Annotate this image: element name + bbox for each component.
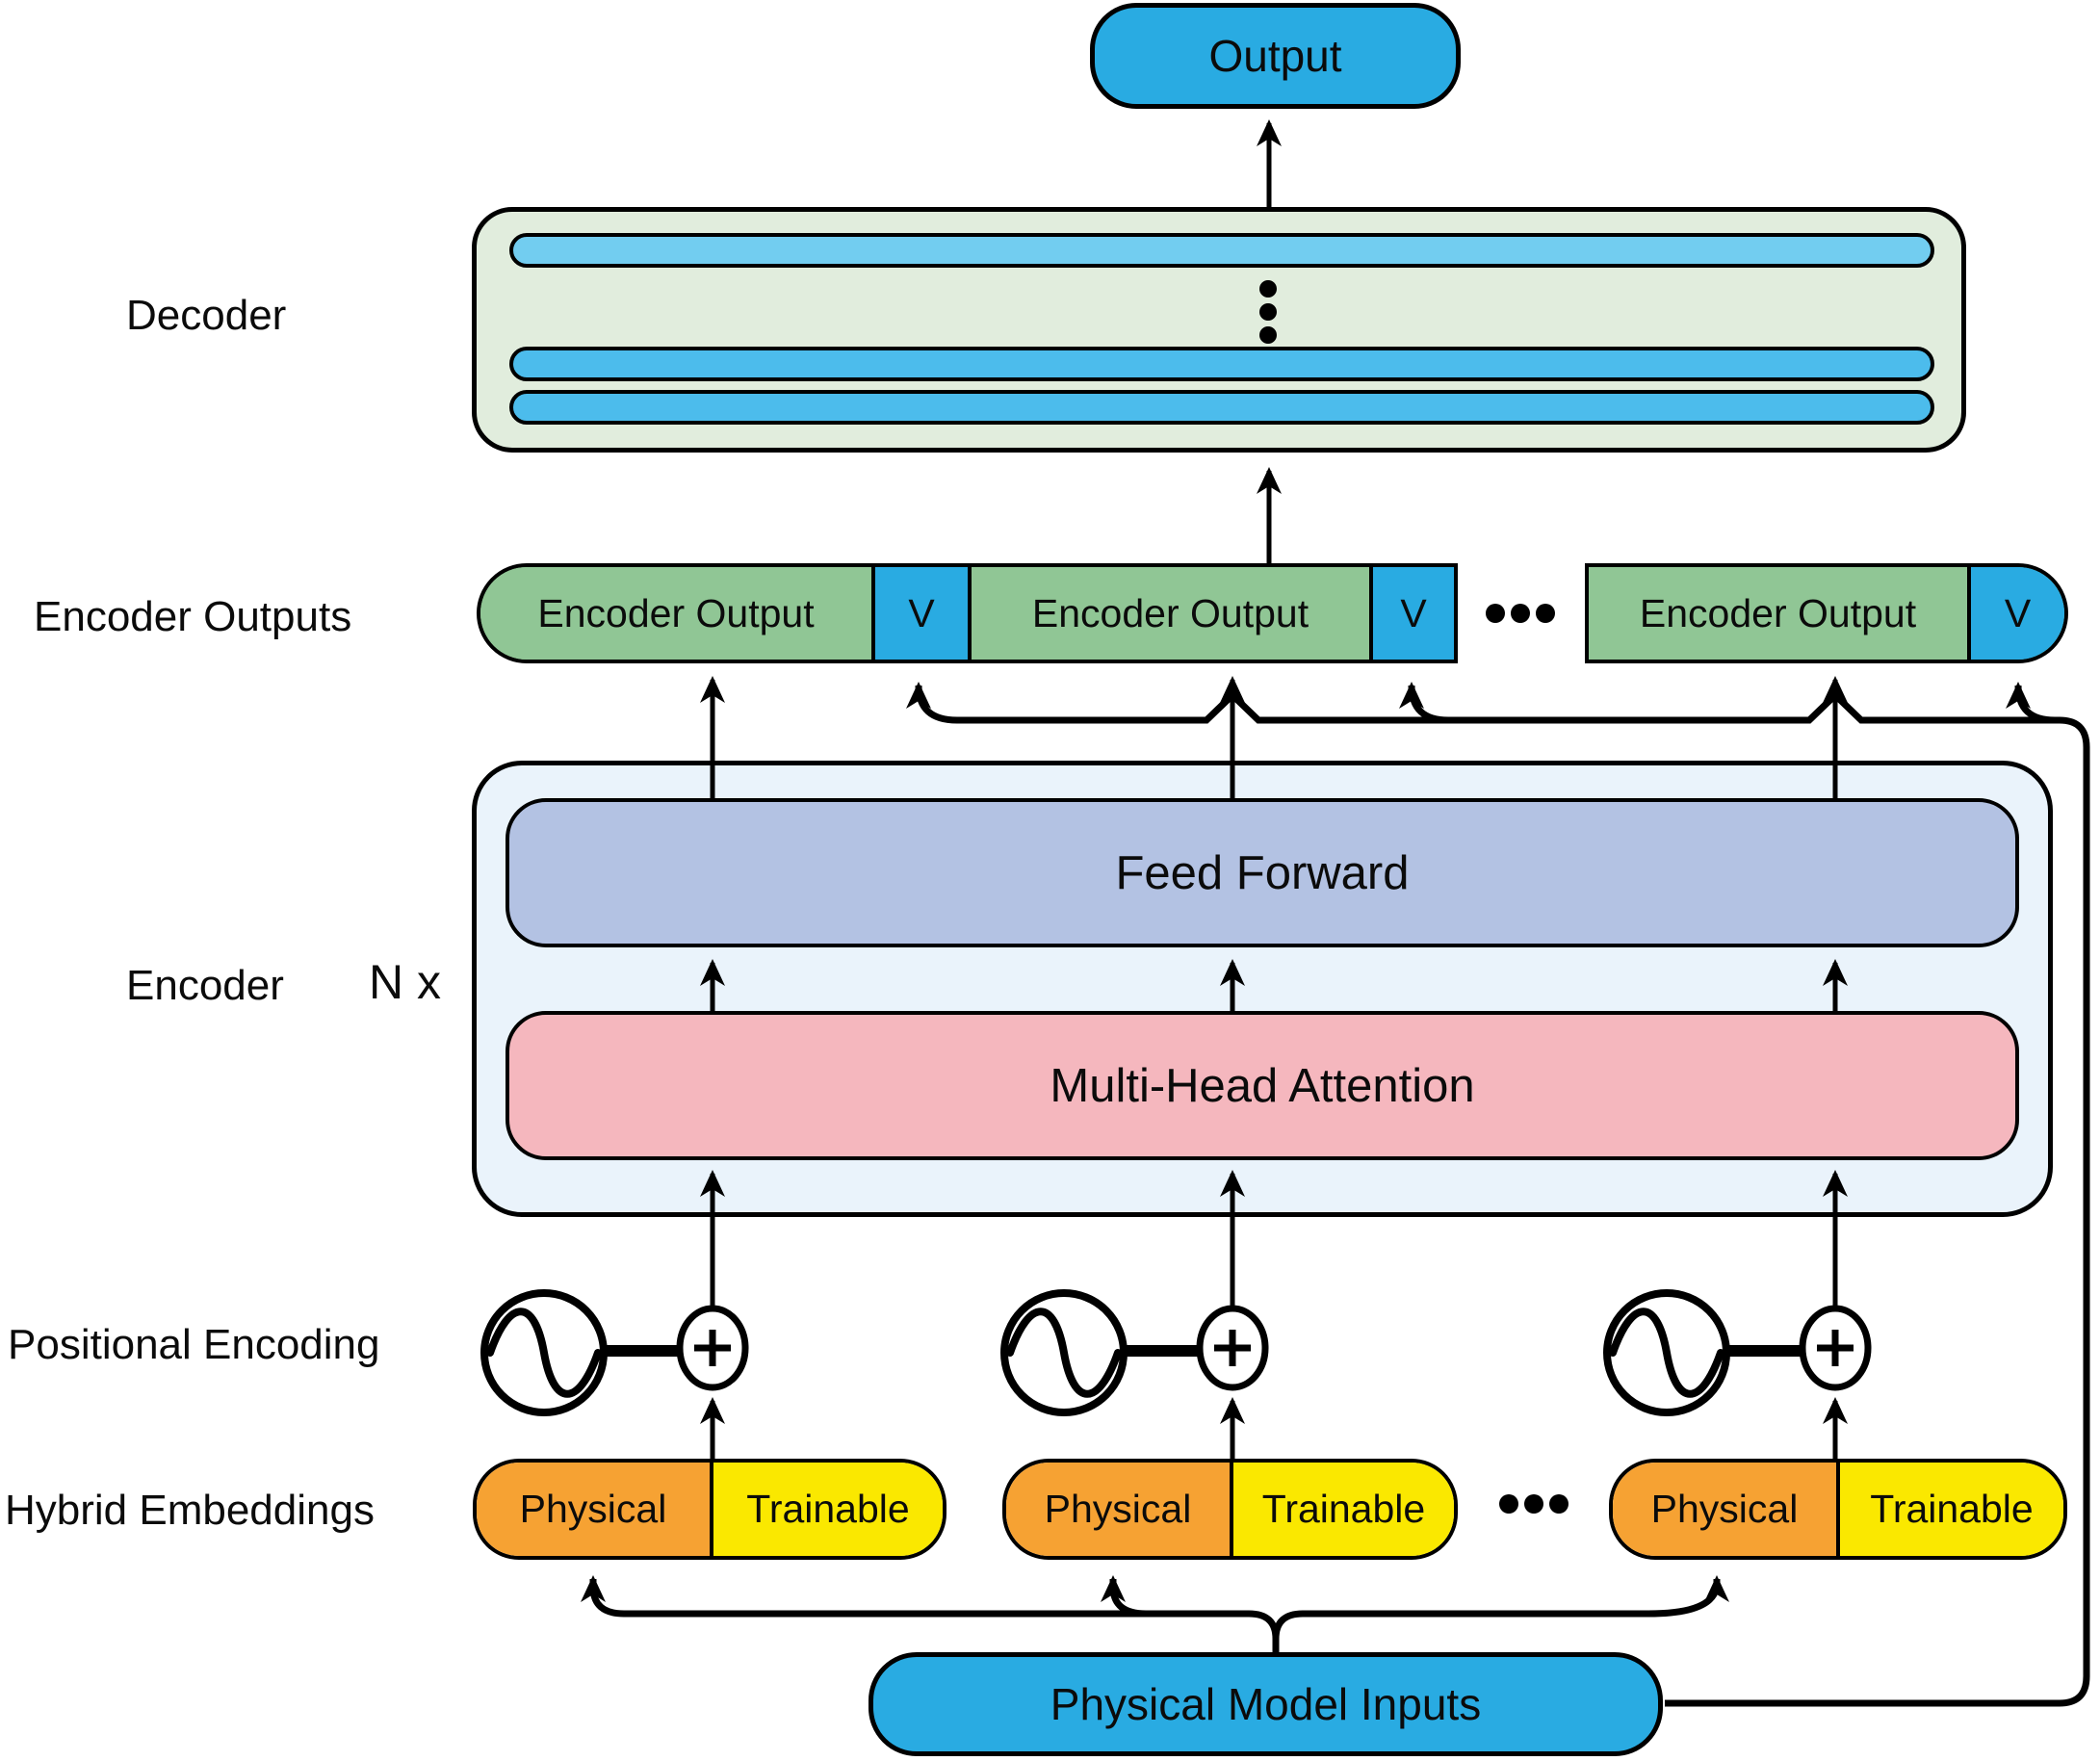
add-icon bbox=[1799, 1305, 1872, 1391]
value-segment-label: V bbox=[908, 590, 935, 635]
sine-wave-icon bbox=[1000, 1289, 1128, 1416]
value-segment-label: V bbox=[1400, 590, 1427, 635]
physical-embedding-segment: Physical bbox=[1613, 1463, 1836, 1556]
positional-encoding-label: Positional Encoding bbox=[8, 1321, 380, 1368]
positional-encoding-symbol-group bbox=[480, 1289, 749, 1416]
encoder-output-segment-label: Encoder Output bbox=[1639, 590, 1917, 635]
decoder-label: Decoder bbox=[126, 292, 287, 339]
positional-encoding-symbol-group bbox=[1603, 1289, 1872, 1416]
encoder-output-segment: Encoder Output bbox=[480, 567, 871, 660]
trainable-embedding-label: Trainable bbox=[746, 1487, 910, 1531]
value-segment: V bbox=[1967, 567, 2064, 660]
multi-head-attention-label: Multi-Head Attention bbox=[1050, 1059, 1475, 1112]
physical-embedding-label: Physical bbox=[1650, 1487, 1799, 1531]
value-segment: V bbox=[871, 567, 968, 660]
physical-model-inputs-box: Physical Model Inputs bbox=[869, 1652, 1663, 1756]
physical-model-inputs-label: Physical Model Inputs bbox=[1050, 1679, 1482, 1729]
decoder-layer-bar bbox=[509, 390, 1934, 425]
encoder-outputs-bar: Encoder Output V bbox=[1585, 563, 2068, 663]
encoder-output-segment-label: Encoder Output bbox=[1031, 590, 1309, 635]
encoder-output-segment-label: Encoder Output bbox=[537, 590, 815, 635]
trainable-embedding-label: Trainable bbox=[1870, 1487, 2034, 1531]
trainable-embedding-segment: Trainable bbox=[1836, 1463, 2063, 1556]
input-distribution-left bbox=[581, 1575, 1280, 1652]
hybrid-embedding-pill: Physical Trainable bbox=[473, 1459, 946, 1560]
hybrid-embedding-pill: Physical Trainable bbox=[1609, 1459, 2067, 1560]
repeat-n-times-label: N x bbox=[369, 955, 441, 1009]
add-icon bbox=[676, 1305, 749, 1391]
encoder-outputs-bar: Encoder Output V Encoder Output V bbox=[477, 563, 1458, 663]
trainable-embedding-label: Trainable bbox=[1261, 1487, 1426, 1531]
physical-embedding-segment: Physical bbox=[477, 1463, 710, 1556]
positional-encoding-symbol-group bbox=[1000, 1289, 1269, 1416]
encoder-outputs-label: Encoder Outputs bbox=[34, 593, 352, 640]
trainable-embedding-segment: Trainable bbox=[710, 1463, 943, 1556]
value-skip-branch-v2 bbox=[1399, 682, 1449, 724]
output-box: Output bbox=[1090, 3, 1461, 109]
physical-embedding-label: Physical bbox=[1044, 1487, 1192, 1531]
encoder-output-segment: Encoder Output bbox=[968, 567, 1369, 660]
add-icon bbox=[1196, 1305, 1269, 1391]
embeddings-ellipsis-icon bbox=[1499, 1494, 1569, 1514]
feed-forward-label: Feed Forward bbox=[1115, 846, 1410, 899]
multi-head-attention-box: Multi-Head Attention bbox=[506, 1011, 2019, 1160]
feed-forward-box: Feed Forward bbox=[506, 798, 2019, 947]
sine-wave-icon bbox=[1603, 1289, 1730, 1416]
physical-embedding-segment: Physical bbox=[1006, 1463, 1230, 1556]
input-distribution-right bbox=[1272, 1575, 1729, 1652]
encoder-output-segment: Encoder Output bbox=[1589, 567, 1967, 660]
hybrid-embeddings-label: Hybrid Embeddings bbox=[5, 1487, 375, 1534]
decoder-layer-bar bbox=[509, 233, 1934, 268]
hybrid-embedding-pill: Physical Trainable bbox=[1002, 1459, 1458, 1560]
encoder-label: Encoder bbox=[126, 962, 284, 1009]
encoder-outputs-ellipsis-icon bbox=[1486, 604, 1555, 623]
output-box-label: Output bbox=[1208, 31, 1342, 81]
value-segment: V bbox=[1369, 567, 1454, 660]
trainable-embedding-segment: Trainable bbox=[1230, 1463, 1454, 1556]
sine-wave-icon bbox=[480, 1289, 608, 1416]
value-skip-branch-v3 bbox=[2006, 682, 2056, 724]
physical-embedding-label: Physical bbox=[519, 1487, 667, 1531]
decoder-layer-bar bbox=[509, 347, 1934, 381]
input-distribution-branch-mid bbox=[1101, 1575, 1147, 1618]
value-segment-label: V bbox=[2004, 590, 2032, 635]
